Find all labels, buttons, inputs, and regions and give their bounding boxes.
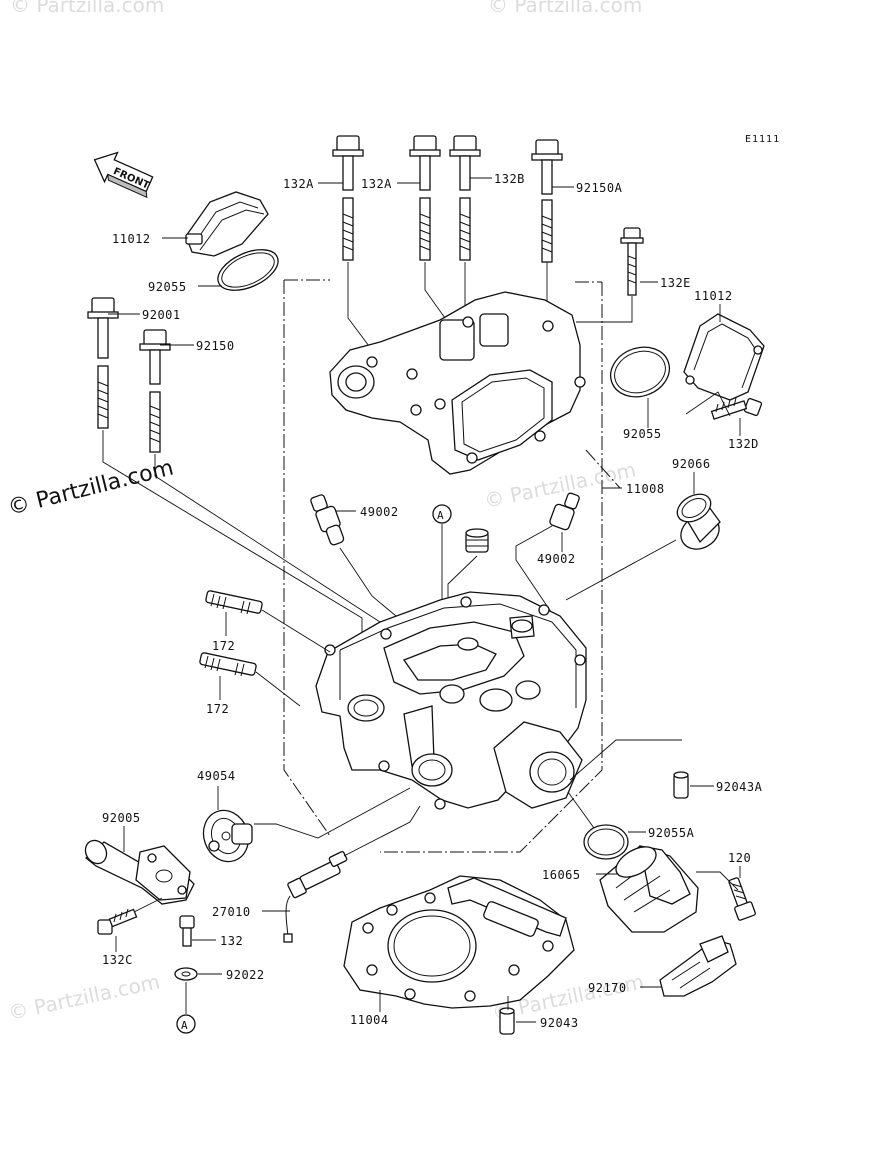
stud-172-b-icon [199, 652, 257, 677]
outline-11008 [585, 449, 621, 489]
outline-left [283, 280, 331, 837]
label-16065: 16065 [542, 868, 581, 882]
cylinder-head-icon [315, 591, 587, 810]
label-92055-top: 92055 [148, 280, 187, 294]
cover-11012-top-icon [185, 191, 269, 257]
o-ring-92055-right-icon [609, 346, 671, 398]
plug-49002-left-icon [310, 494, 345, 546]
bolt-92150-icon [139, 329, 171, 453]
cap-92066-icon [676, 493, 721, 550]
bolt-120-icon [728, 877, 756, 921]
label-27010: 27010 [212, 905, 251, 919]
label-11012-top: 11012 [112, 232, 151, 246]
label-132E: 132E [660, 276, 691, 290]
label-92001: 92001 [142, 308, 181, 322]
label-92170: 92170 [588, 981, 627, 995]
gasket-11004-icon [343, 875, 575, 1009]
label-172-b: 172 [206, 702, 229, 716]
ref-a-top-text: A [437, 509, 444, 522]
label-132D: 132D [728, 437, 759, 451]
watermark-main: © Partzilla.com [5, 455, 176, 520]
label-92150: 92150 [196, 339, 235, 353]
label-11004: 11004 [350, 1013, 389, 1027]
label-92055-right: 92055 [623, 427, 662, 441]
ref-a-bottom-text: A [181, 1019, 188, 1032]
label-49002-right: 49002 [537, 552, 576, 566]
label-92043: 92043 [540, 1016, 579, 1030]
thermostat-49054-icon [202, 809, 253, 863]
label-120: 120 [728, 851, 751, 865]
dowel-92043-icon [499, 1007, 515, 1035]
label-92022: 92022 [226, 968, 265, 982]
label-92005: 92005 [102, 811, 141, 825]
bolt-132A-1-icon [332, 135, 364, 261]
label-172-a: 172 [212, 639, 235, 653]
watermark-faint-top-right: © Partzilla.com [488, 0, 642, 17]
label-132: 132 [220, 934, 243, 948]
label-92055A: 92055A [648, 826, 695, 840]
bolt-132C-icon [97, 908, 138, 935]
label-132A-2: 132A [361, 177, 392, 191]
bolt-132-icon [179, 915, 195, 947]
o-ring-92055-top-icon [217, 249, 279, 291]
label-92043A: 92043A [716, 780, 763, 794]
o-ring-92055A-icon [583, 824, 629, 860]
diagram-code: E1111 [745, 134, 780, 145]
label-11012-right: 11012 [694, 289, 733, 303]
front-arrow-icon: FRONT [93, 151, 154, 199]
water-fitting-92005-icon [84, 839, 195, 905]
ref-circle-a-top [432, 504, 452, 524]
label-49002-left: 49002 [360, 505, 399, 519]
valve-seal-icon [465, 528, 489, 553]
label-11008: 11008 [626, 482, 665, 496]
label-49054: 49054 [197, 769, 236, 783]
label-132C: 132C [102, 953, 133, 967]
plug-49002-right-icon [549, 492, 580, 531]
watermark-faint-top-left: © Partzilla.com [10, 0, 164, 17]
bolt-132D-icon [710, 397, 763, 420]
ref-circle-a-bottom [176, 1014, 196, 1034]
bolt-92150A-icon [531, 139, 563, 263]
stud-172-a-icon [205, 590, 263, 615]
bolt-132A-2-icon [409, 135, 441, 261]
bolt-132B-icon [449, 135, 481, 261]
watermark-faint-bottom-left: © Partzilla.com [6, 969, 162, 1025]
label-92066: 92066 [672, 457, 711, 471]
label-132B: 132B [494, 172, 525, 186]
spark-plug-27010-icon [283, 851, 348, 943]
label-92150A: 92150A [576, 181, 623, 195]
bolt-92001-icon [87, 297, 119, 429]
washer-92022-icon [174, 967, 198, 981]
cover-11012-right-icon [683, 313, 765, 401]
dowel-92043A-icon [673, 771, 689, 799]
intake-16065-icon [599, 845, 699, 933]
clamp-92170-icon [659, 935, 737, 997]
label-132A-1: 132A [283, 177, 314, 191]
bolt-132E-icon [620, 227, 644, 296]
cylinder-head-cover-icon [329, 291, 586, 475]
outline-right [380, 282, 603, 853]
